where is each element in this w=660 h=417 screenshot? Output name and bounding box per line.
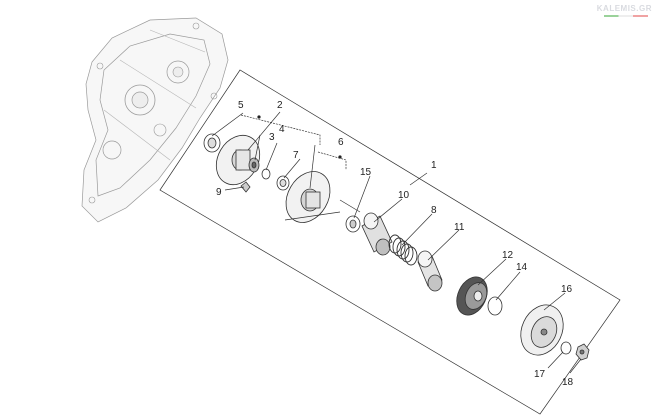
part-15-seal [345, 215, 361, 233]
callout-1: 1 [431, 160, 437, 171]
part-5-oil-seal [203, 133, 221, 153]
callout-10: 10 [398, 190, 410, 201]
callout-9: 9 [216, 187, 222, 198]
leader-lines [211, 111, 582, 374]
part-17-washer [560, 341, 572, 355]
callout-12: 12 [502, 250, 514, 261]
callout-14: 14 [516, 262, 528, 273]
bracket-group-2 [240, 114, 321, 145]
watermark-flag-stripe [604, 15, 648, 17]
bracket-dot-6 [338, 155, 342, 159]
bracket-dot-2 [257, 115, 261, 119]
callout-6: 6 [338, 137, 344, 148]
callout-2: 2 [277, 100, 283, 111]
assembly-boundary [159, 69, 621, 415]
part-16-clutch-bell [520, 304, 564, 356]
callout-8: 8 [431, 205, 437, 216]
callout-15: 15 [360, 167, 372, 178]
callout-17: 17 [534, 369, 546, 380]
part-14-circlip [487, 296, 503, 316]
bracket-group-6 [317, 151, 347, 170]
callout-3: 3 [269, 132, 275, 143]
part-3-washer [261, 168, 271, 180]
callout-16: 16 [561, 284, 573, 295]
callout-5: 5 [238, 100, 244, 111]
crankcase-housing [81, 17, 229, 223]
callout-11: 11 [454, 222, 465, 233]
part-18-nut [575, 343, 590, 361]
callout-4: 4 [279, 124, 285, 135]
part-4-bushing [248, 157, 260, 173]
part-6-movable-pulley [285, 171, 331, 223]
watermark-logo: KALEMIS.GR [596, 4, 652, 13]
callout-18: 18 [562, 377, 574, 388]
callout-7: 7 [293, 150, 299, 161]
part-7-spacer [276, 175, 290, 191]
part-8-spring [388, 234, 418, 266]
part-10-sleeve [361, 212, 393, 256]
part-9-slider [240, 181, 251, 193]
part-11-collar [417, 250, 443, 292]
part-12-clutch-assembly [456, 276, 488, 316]
